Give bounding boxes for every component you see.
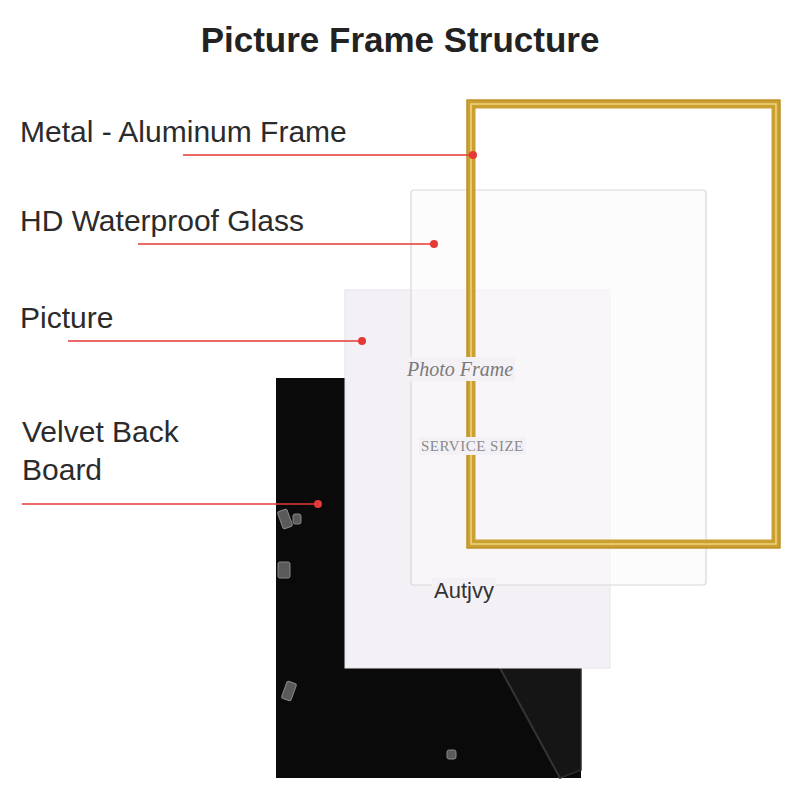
part-label: HD Waterproof Glass xyxy=(20,203,304,239)
gold-frame-outer xyxy=(467,100,780,548)
back-stand xyxy=(500,668,581,778)
part-label: Velvet Back Board xyxy=(22,413,212,489)
stand-edge xyxy=(500,668,560,778)
title: Picture Frame Structure xyxy=(0,20,800,60)
gold-frame xyxy=(471,104,776,544)
picture-script-text: Photo Frame xyxy=(405,357,515,381)
gold-frame-highlight xyxy=(471,104,776,544)
glass-pane xyxy=(411,190,706,585)
brand-text: Autjvy xyxy=(432,578,496,604)
part-label: Metal - Aluminum Frame xyxy=(20,114,347,150)
part-label: Picture xyxy=(20,300,113,336)
picture-text: SERVICE SIZE xyxy=(419,437,526,455)
